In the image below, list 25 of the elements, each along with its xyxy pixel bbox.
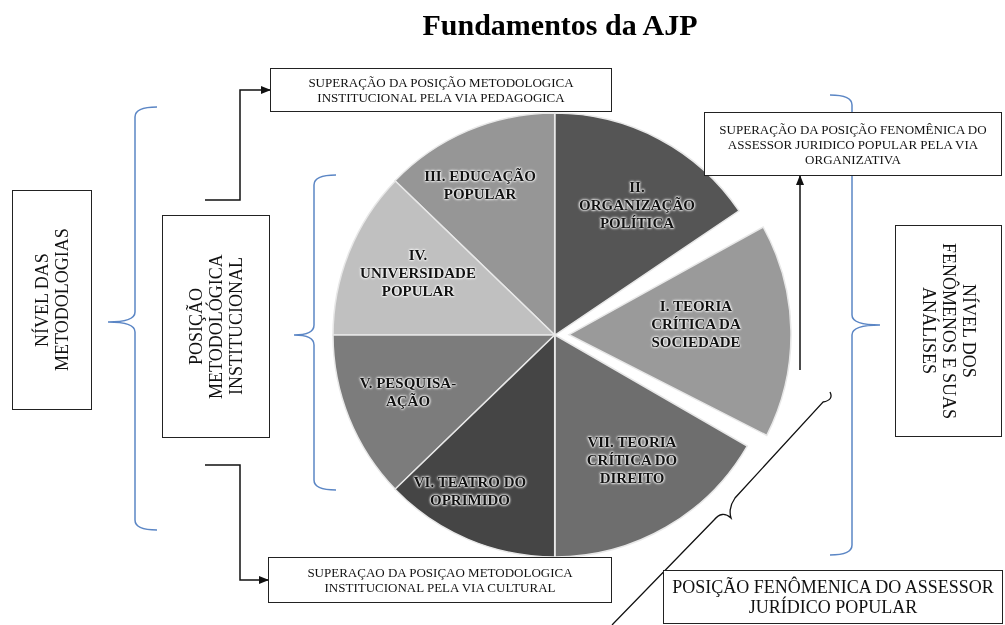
diagram-title: Fundamentos da AJP <box>422 8 698 42</box>
arrow <box>796 175 804 371</box>
box-label: POSIÇÃO FENÔMENICA DO ASSESSOR JURÍDICO POPULAR <box>671 575 995 619</box>
box-label: SUPERAÇÃO DA POSIÇÃO FENOMÊNICA DO ASSESSOR JURIDICO POPULAR PELA VIA ORGANIZATIVA <box>718 120 988 169</box>
box-label: SUPERAÇAO DA POSIÇAO METODOLOGICA INSTITUCIONAL PELA VIA CULTURAL <box>306 564 574 597</box>
text-box <box>663 570 1003 624</box>
box-label: POSIÇÃO METODOLÓGICA INSTITUCIONAL <box>185 253 247 401</box>
slice-label: III. EDUCAÇÃO POPULAR <box>423 167 537 203</box>
text-box <box>704 112 1002 176</box>
arrow <box>204 464 269 584</box>
text-box <box>268 557 612 603</box>
text-box <box>895 225 1002 437</box>
slice-label: VI. TEATRO DO OPRIMIDO <box>412 473 528 509</box>
pie-slice <box>555 335 748 557</box>
slice-label: VII. TEORIA CRÍTICA DO DIREITO <box>585 433 679 487</box>
text-box <box>162 215 270 438</box>
text-box <box>270 68 612 112</box>
box-label: NÍVEL DOS FENÔMENOS E SUAS ANÁLISES <box>917 242 980 421</box>
slice-label: IV. UNIVERSIDADE POPULAR <box>359 246 477 300</box>
slice-label: V. PESQUISA-AÇÃO <box>358 374 458 410</box>
box-label: SUPERAÇÃO DA POSIÇÃO METODOLOGICA INSTITUCIONAL PELA VIA PEDAGOGICA <box>307 74 575 107</box>
text-box <box>12 190 92 410</box>
box-label: NÍVEL DAS METODOLOGIAS <box>30 227 73 374</box>
slice-label: I. TEORIA CRÍTICA DA SOCIEDADE <box>650 297 742 351</box>
arrow <box>204 86 271 201</box>
